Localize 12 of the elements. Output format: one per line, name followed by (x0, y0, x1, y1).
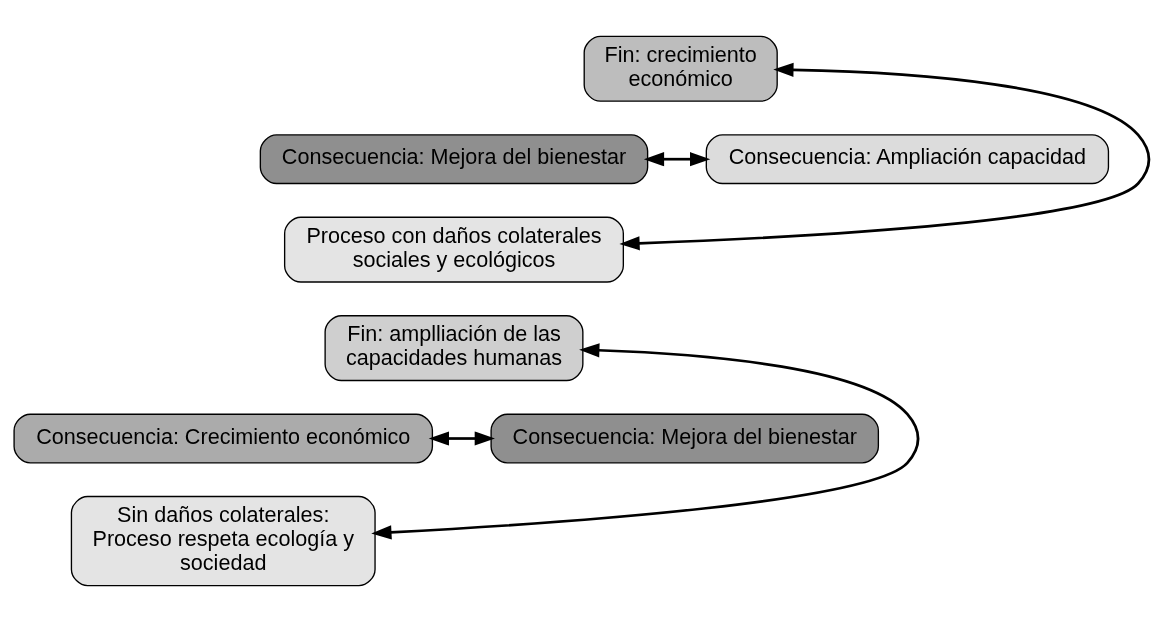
arrow (619, 62, 1151, 251)
node-box: Consecuencia: Ampliación capacidad (705, 134, 1110, 185)
node-box: Consecuencia: Mejora del bienestar (259, 134, 649, 185)
arrow (428, 431, 495, 446)
node-box: Consecuencia: Mejora del bienestar (490, 413, 880, 464)
arrow (643, 152, 711, 167)
node-box: Fin: amplliación de las capacidades humanas (324, 315, 584, 382)
node-box: Consecuencia: Crecimiento económico (13, 413, 434, 464)
node-box: Fin: crecimiento económico (583, 35, 778, 102)
node-box: Proceso con daños colaterales sociales y ecológicos (283, 216, 624, 283)
node-box: Sin daños colaterales: Proceso respeta ecología y sociedad (70, 495, 376, 587)
arrow (371, 343, 920, 540)
